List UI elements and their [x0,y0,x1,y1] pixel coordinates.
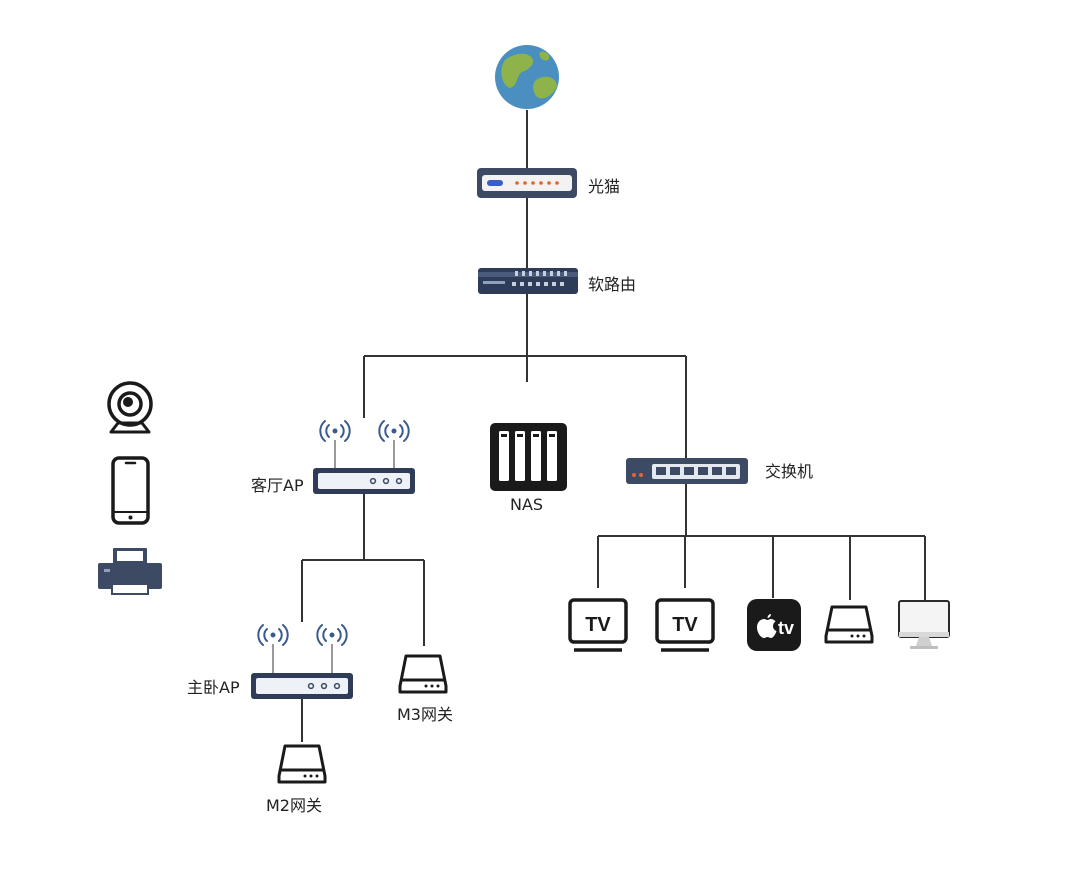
apple-tv-icon: tv [747,599,801,651]
bedroom-ap-label: 主卧AP [187,678,240,697]
nas[interactable]: NAS [490,423,567,514]
smartphone-icon [111,456,150,525]
soft-router[interactable]: 软路由 [478,268,636,294]
gateway-icon [824,605,874,644]
optical-modem-icon [477,168,577,198]
nas-label: NAS [510,495,543,514]
m3-gateway[interactable]: M3网关 [397,654,453,724]
desktop-monitor[interactable] [898,600,950,649]
printer[interactable] [98,548,162,595]
tv-icon: TV [655,598,715,652]
wireless-ap-icon [313,420,415,494]
m2-gateway-label: M2网关 [266,796,322,815]
living-room-ap-label: 客厅AP [251,476,304,495]
tv-1[interactable]: TV [568,598,628,652]
living-room-ap[interactable]: 客厅AP [251,420,415,495]
m2-gateway[interactable]: M2网关 [266,744,327,815]
tv-2-text: TV [672,614,698,636]
tv-icon: TV [568,598,628,652]
webcam[interactable] [107,381,153,434]
switch-gateway[interactable] [824,605,874,644]
wireless-ap-icon [251,624,353,699]
monitor-icon [898,600,950,649]
apple-tv[interactable]: tv [747,599,801,651]
tv-1-text: TV [585,614,611,636]
globe-icon [495,45,559,109]
network-switch-icon [626,458,748,484]
smartphone[interactable] [111,456,150,525]
soft-router-icon [478,268,578,294]
gateway-icon [398,654,448,694]
network-switch[interactable]: 交换机 [626,458,813,484]
apple-tv-text: tv [778,618,794,638]
m3-gateway-label: M3网关 [397,705,453,724]
tv-2[interactable]: TV [655,598,715,652]
optical-modem[interactable]: 光猫 [477,168,620,198]
connection-lines [301,110,926,742]
nas-icon [490,423,567,491]
optical-modem-label: 光猫 [588,177,620,196]
gateway-icon [277,744,327,784]
webcam-icon [107,381,153,434]
network-switch-label: 交换机 [765,462,813,481]
bedroom-ap[interactable]: 主卧AP [187,624,353,699]
printer-icon [98,548,162,595]
soft-router-label: 软路由 [588,275,636,294]
